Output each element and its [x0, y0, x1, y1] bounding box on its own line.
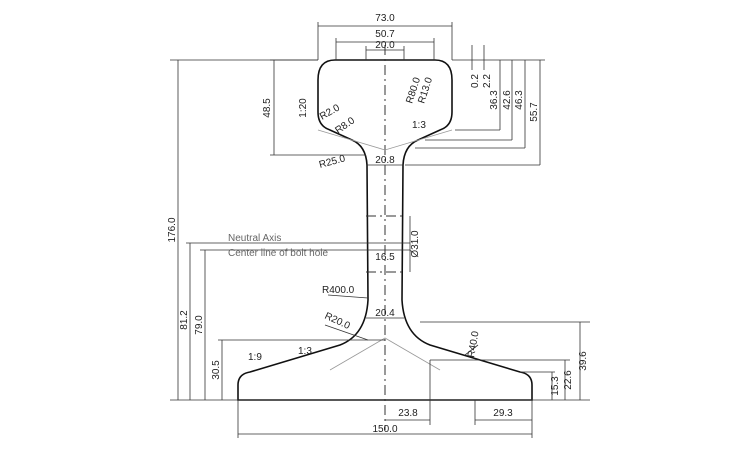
- dim-0-2: 0.2: [470, 74, 481, 88]
- dim-55-7: 55.7: [529, 102, 540, 122]
- radius-r400: R400.0: [322, 285, 355, 296]
- head-taper: 1:20: [298, 98, 309, 118]
- dim-head-flat-width: 20.0: [375, 40, 395, 51]
- dim-web-bottom-width: 20.4: [375, 308, 395, 319]
- radius-r25: R25.0: [318, 153, 347, 171]
- radius-r2: R2.0: [318, 102, 342, 122]
- dim-22-6: 22.6: [563, 370, 574, 390]
- dim-head-mid-width: 50.7: [375, 29, 395, 40]
- head-underside-slope: 1:3: [412, 120, 426, 131]
- dim-29-3: 29.3: [493, 408, 513, 419]
- dim-base-flange-height: 30.5: [211, 360, 222, 380]
- base-slope-1-3: 1:3: [298, 346, 312, 357]
- dim-42-6: 42.6: [502, 90, 513, 110]
- dim-39-6: 39.6: [578, 351, 589, 371]
- head-slope-guide: [317, 129, 453, 151]
- base-slope-1-9: 1:9: [248, 352, 262, 363]
- dim-base-width: 150.0: [372, 424, 397, 435]
- radius-r40: R40.0: [466, 330, 482, 359]
- dim-23-8: 23.8: [398, 408, 418, 419]
- radius-r8: R8.0: [333, 115, 357, 136]
- bolt-hole-line-label: Center line of bolt hole: [228, 248, 329, 259]
- neutral-axis-label: Neutral Axis: [228, 233, 281, 244]
- dim-head-height: 48.5: [262, 98, 273, 118]
- dim-2-2: 2.2: [482, 74, 493, 88]
- top-dimension-lines: [170, 22, 590, 438]
- dim-36-3: 36.3: [489, 90, 500, 110]
- dim-web-top-width: 20.8: [375, 155, 395, 166]
- base-slope-guide: [329, 337, 441, 371]
- dim-bolt-hole-diameter: Ø31.0: [410, 230, 421, 258]
- dim-total-height: 176.0: [167, 217, 178, 242]
- dim-neutral-axis-height: 81.2: [179, 310, 190, 330]
- dim-15-3: 15.3: [550, 376, 561, 396]
- dim-head-width: 73.0: [375, 13, 395, 24]
- dim-46-3: 46.3: [514, 90, 525, 110]
- dim-web-mid-width: 16.5: [375, 252, 395, 263]
- dim-bolt-hole-height: 79.0: [194, 315, 205, 335]
